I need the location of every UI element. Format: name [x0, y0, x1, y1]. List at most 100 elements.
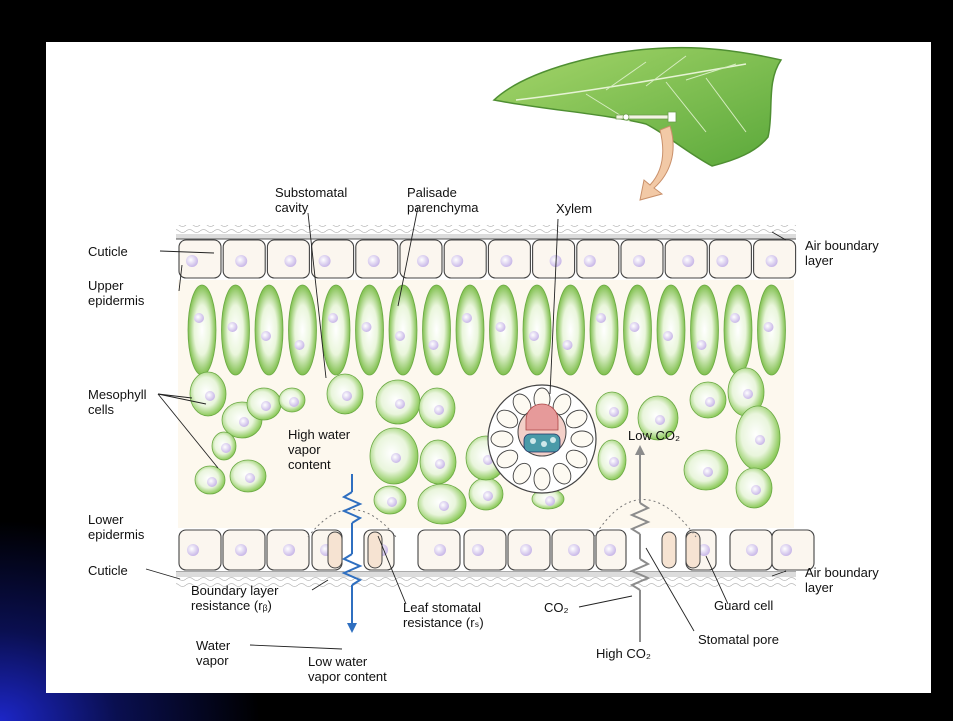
nucleus	[387, 497, 397, 507]
nucleus	[529, 331, 539, 341]
palisade-cell	[657, 285, 685, 375]
upper-epidermal-cell	[577, 240, 619, 278]
upper-epidermal-cell	[179, 240, 221, 278]
nucleus	[194, 313, 204, 323]
nucleus	[417, 255, 429, 267]
nucleus	[295, 340, 305, 350]
nucleus	[655, 415, 665, 425]
palisade-cell	[557, 285, 585, 375]
guard-cell-right-b	[686, 532, 700, 568]
nucleus	[764, 322, 774, 332]
bundle-sheath-cell	[571, 431, 593, 447]
nucleus	[697, 340, 707, 350]
nucleus	[319, 255, 331, 267]
nucleus	[584, 255, 596, 267]
nucleus	[520, 544, 532, 556]
nucleus	[368, 255, 380, 267]
nucleus	[633, 255, 645, 267]
label-cuticle-top: Cuticle	[88, 244, 128, 259]
nucleus	[207, 477, 217, 487]
nucleus	[716, 255, 728, 267]
nucleus	[328, 313, 338, 323]
nucleus	[362, 322, 372, 332]
label-high-co2: High CO₂	[596, 646, 651, 661]
leaf-cross-section-diagram	[46, 42, 931, 693]
nucleus	[221, 443, 231, 453]
lower-epidermal-cell	[179, 530, 221, 570]
palisade-cell	[188, 285, 216, 375]
air-boundary-bottom	[176, 572, 796, 577]
nucleus	[780, 544, 792, 556]
nucleus	[342, 391, 352, 401]
nucleus	[545, 496, 555, 506]
nucleus	[663, 331, 673, 341]
nucleus	[472, 544, 484, 556]
label-xylem: Xylem	[556, 201, 592, 216]
label-substomatal-cavity: Substomatal cavity	[275, 185, 347, 215]
palisade-cell	[423, 285, 451, 375]
nucleus	[751, 485, 761, 495]
nucleus	[496, 322, 506, 332]
label-low-co2: Low CO₂	[628, 428, 680, 443]
palisade-cell	[389, 285, 417, 375]
nucleus	[235, 255, 247, 267]
palisade-cell	[523, 285, 551, 375]
nucleus	[228, 322, 238, 332]
bundle-sheath-cell	[534, 468, 550, 490]
palisade-cell	[724, 285, 752, 375]
nucleus	[391, 453, 401, 463]
nucleus	[434, 405, 444, 415]
nucleus	[563, 340, 573, 350]
nucleus	[186, 255, 198, 267]
nucleus	[746, 544, 758, 556]
palisade-cell	[590, 285, 618, 375]
label-lower-epidermis: Lower epidermis	[88, 512, 144, 542]
label-water-vapor: Water vapor	[196, 638, 230, 668]
upper-epidermal-cell	[444, 240, 486, 278]
direction-arrow	[640, 126, 673, 200]
lower-epidermal-cell	[464, 530, 506, 570]
guard-cell-left-b	[368, 532, 382, 568]
palisade-cell	[289, 285, 317, 375]
nucleus	[730, 313, 740, 323]
nucleus	[289, 397, 299, 407]
air-boundary-top	[176, 225, 796, 235]
nucleus	[395, 399, 405, 409]
nucleus	[743, 389, 753, 399]
nucleus	[435, 459, 445, 469]
label-upper-epidermis: Upper epidermis	[88, 278, 144, 308]
nucleus	[483, 491, 493, 501]
label-mesophyll-cells: Mesophyll cells	[88, 387, 147, 417]
label-guard-cell: Guard cell	[714, 598, 773, 613]
label-leaf-stomatal-resistance: Leaf stomatal resistance (rₛ)	[403, 600, 484, 630]
label-boundary-layer-resistance: Boundary layer resistance (rᵦ)	[191, 583, 278, 613]
nucleus	[205, 391, 215, 401]
nucleus	[434, 544, 446, 556]
label-low-water-vapor: Low water vapor content	[308, 654, 387, 684]
nucleus	[462, 313, 472, 323]
nucleus	[500, 255, 512, 267]
nucleus	[604, 544, 616, 556]
upper-epidermal-cell	[312, 240, 354, 278]
vascular-bundle	[488, 385, 596, 493]
nucleus	[705, 397, 715, 407]
label-stomatal-pore: Stomatal pore	[698, 632, 779, 647]
nucleus	[239, 417, 249, 427]
label-air-boundary-bottom: Air boundary layer	[805, 565, 879, 595]
nucleus	[451, 255, 463, 267]
label-co2: CO₂	[544, 600, 569, 615]
lower-epidermis	[179, 530, 814, 570]
label-air-boundary-top: Air boundary layer	[805, 238, 879, 268]
label-cuticle-bottom: Cuticle	[88, 563, 128, 578]
nucleus	[568, 544, 580, 556]
label-high-water-vapor: High water vapor content	[288, 427, 350, 472]
diagram-panel: Substomatal cavity Palisade parenchyma X…	[46, 42, 931, 693]
nucleus	[429, 340, 439, 350]
upper-epidermis	[179, 240, 796, 278]
nucleus	[755, 435, 765, 445]
guard-cell-left-a	[328, 532, 342, 568]
nucleus	[703, 467, 713, 477]
palisade-cell	[456, 285, 484, 375]
nucleus	[630, 322, 640, 332]
nucleus	[596, 313, 606, 323]
